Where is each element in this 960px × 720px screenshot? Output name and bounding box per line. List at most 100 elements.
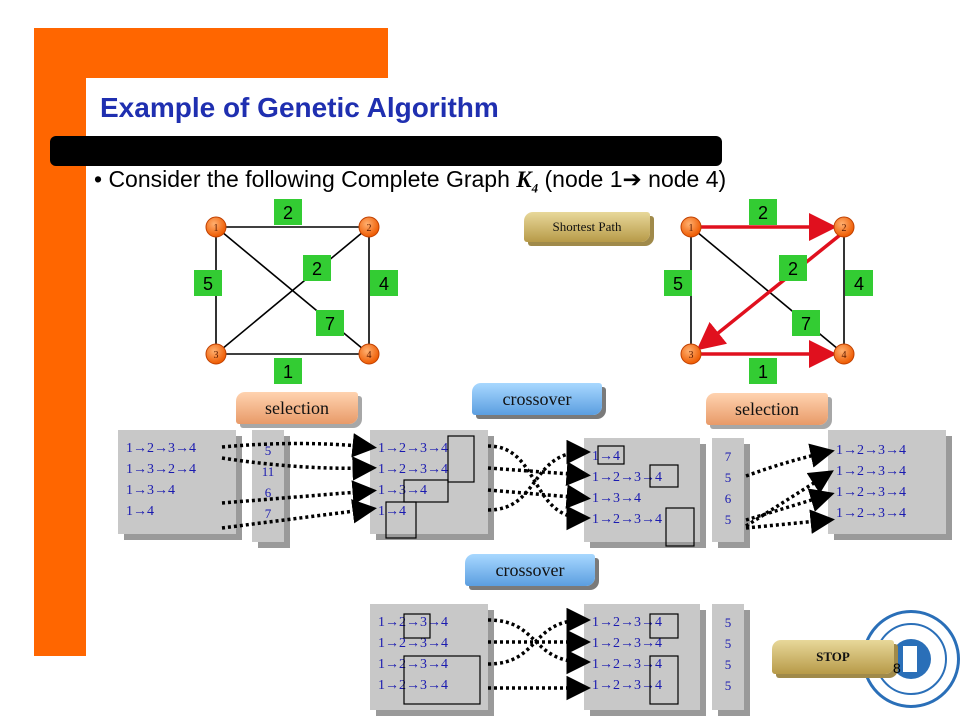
svg-text:2: 2 — [758, 203, 768, 223]
population-path: 1→2→3→4 — [836, 506, 906, 521]
fitness-value: 5 — [724, 512, 732, 527]
fitness-value: 5 — [264, 443, 272, 458]
graph-left-edges — [215, 226, 370, 355]
node-1 — [205, 216, 227, 238]
population-path: 1→2→3→4 — [378, 462, 448, 477]
weight-1-3: 5 — [203, 274, 213, 294]
bullet-suffix: (node 1➔ node 4) — [538, 166, 727, 192]
selected-population-2-list: 1→2→3→4 1→2→3→4 1→2→3→4 1→2→3→4 — [836, 440, 906, 524]
fitness-value: 6 — [264, 485, 272, 500]
shortest-path-button[interactable]: Shortest Path — [524, 212, 650, 242]
svg-text:5: 5 — [673, 274, 683, 294]
node-label: 1 — [689, 223, 694, 234]
panel-offspring-fitness — [712, 604, 744, 710]
population-path: 1→4 — [592, 449, 620, 464]
population-path: 1→2→3→4 — [836, 464, 906, 479]
initial-fitness-list: 5 11 6 7 — [252, 440, 284, 524]
title-underline-bar — [50, 136, 722, 166]
selection-button-2[interactable]: selection — [706, 393, 828, 425]
bullet-prefix: • Consider the following Complete Graph — [94, 166, 517, 192]
fitness-value: 6 — [724, 491, 732, 506]
node-label: 2 — [367, 223, 372, 234]
population-path: 1→3→2→4 — [126, 462, 196, 477]
graph-k: K — [516, 167, 532, 192]
shortest-path-label: Shortest Path — [552, 219, 622, 234]
node-label: 3 — [214, 350, 219, 361]
population-path: 1→2→3→4 — [592, 636, 662, 651]
graph-right-nodes — [680, 216, 855, 365]
node-label: 4 — [842, 350, 847, 361]
population-path: 1→2→3→4 — [378, 636, 448, 651]
fitness-value: 5 — [724, 470, 732, 485]
weight-2-3: 7 — [325, 314, 335, 334]
crossover-label: crossover — [502, 388, 572, 409]
node-3 — [205, 343, 227, 365]
fitness-value: 11 — [261, 464, 275, 479]
population-path: 1→2→3→4 — [592, 512, 662, 527]
stop-label: STOP — [816, 649, 850, 664]
shortest-path-arrows — [696, 213, 842, 368]
svg-text:4: 4 — [854, 274, 864, 294]
weight-3-4: 1 — [283, 362, 293, 382]
svg-text:7: 7 — [801, 314, 811, 334]
population-path: 1→4 — [378, 504, 406, 519]
graph-name: K4 — [516, 167, 538, 196]
population-path: 1→2→3→4 — [592, 470, 662, 485]
page-number: 8 — [893, 660, 901, 676]
fitness-value: 7 — [724, 449, 732, 464]
fitness-value: 5 — [724, 657, 732, 672]
edge-2-3 — [215, 226, 370, 355]
fitness-value: 5 — [724, 615, 732, 630]
crossover-label: crossover — [495, 559, 565, 580]
population-path: 1→2→3→4 — [592, 678, 662, 693]
selection-button-1[interactable]: selection — [236, 392, 358, 424]
panel-crossover-1-fitness — [712, 438, 744, 542]
population-path: 1→2→3→4 — [378, 678, 448, 693]
bullet-text: • Consider the following Complete Graph … — [94, 166, 726, 197]
final-offspring-list: 1→2→3→4 1→2→3→4 1→2→3→4 1→2→3→4 — [592, 612, 662, 696]
path-arrow-2-3 — [696, 233, 842, 351]
crossover-button-2[interactable]: crossover — [465, 554, 595, 586]
weight-1-4: 2 — [312, 259, 322, 279]
svg-text:2: 2 — [788, 259, 798, 279]
population-path: 1→3→4 — [126, 483, 175, 498]
node-label: 2 — [842, 223, 847, 234]
stop-button[interactable]: STOP — [772, 640, 894, 674]
population-path: 1→2→3→4 — [126, 441, 196, 456]
page-title: Example of Genetic Algorithm — [100, 92, 499, 123]
fitness-value: 7 — [264, 506, 272, 521]
accent-bar-vertical — [34, 28, 86, 656]
population-path: 1→2→3→4 — [592, 657, 662, 672]
selected-population-list: 1→2→3→4 1→2→3→4 1→3→4 1→4 — [378, 438, 448, 522]
panel-offspring-final — [584, 604, 700, 710]
panel-initial-population — [118, 430, 236, 534]
node-2 — [358, 216, 380, 238]
weight-1-2: 2 — [283, 203, 293, 223]
panel-selected-2 — [828, 430, 946, 534]
selection-label: selection — [265, 397, 329, 418]
selection-label: selection — [735, 398, 799, 419]
final-parents-list: 1→2→3→4 1→2→3→4 1→2→3→4 1→2→3→4 — [378, 612, 448, 696]
node-label: 1 — [214, 223, 219, 234]
crossover-button-1[interactable]: crossover — [472, 383, 602, 415]
population-path: 1→2→3→4 — [836, 443, 906, 458]
final-fitness-list: 5 5 5 5 — [712, 612, 744, 696]
crossover-result-list: 1→4 1→2→3→4 1→3→4 1→2→3→4 — [592, 446, 662, 530]
accent-bar-horizontal — [34, 28, 388, 78]
population-path: 1→2→3→4 — [378, 615, 448, 630]
population-path: 1→2→3→4 — [378, 657, 448, 672]
initial-population-list: 1→2→3→4 1→3→2→4 1→3→4 1→4 — [126, 438, 196, 522]
population-path: 1→2→3→4 — [592, 615, 662, 630]
weight-boxes — [194, 199, 873, 384]
population-path: 1→4 — [126, 504, 154, 519]
population-path: 1→2→3→4 — [836, 485, 906, 500]
node-4 — [358, 343, 380, 365]
crossover-fitness-list: 7 5 6 5 — [712, 446, 744, 530]
population-path: 1→3→4 — [378, 483, 427, 498]
population-path: 1→2→3→4 — [378, 441, 448, 456]
graph-left-nodes — [205, 216, 380, 365]
node-label: 4 — [367, 350, 372, 361]
weight-2-4: 4 — [379, 274, 389, 294]
population-path: 1→3→4 — [592, 491, 641, 506]
